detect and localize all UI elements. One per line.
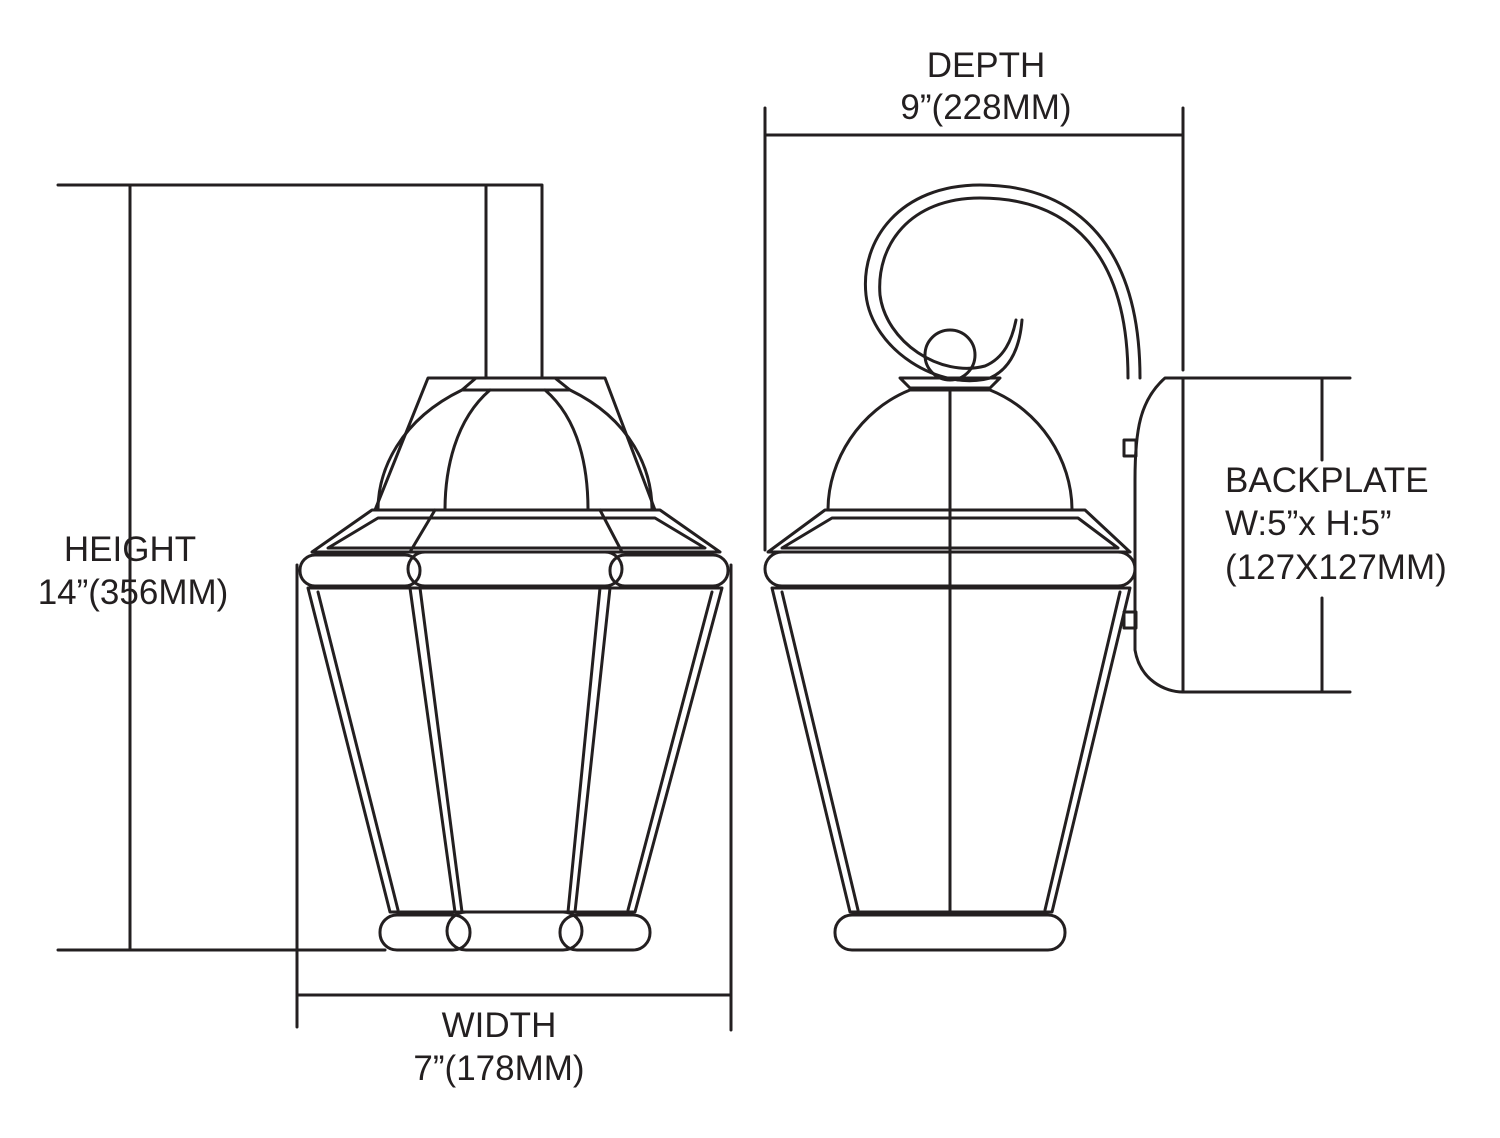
backplate-label: BACKPLATE — [1225, 461, 1429, 500]
front-view-lantern — [298, 183, 730, 952]
width-value: 7”(178MM) — [413, 1049, 585, 1088]
dimension-lines — [56, 106, 1352, 1032]
height-label: HEIGHT — [63, 530, 197, 569]
width-label: WIDTH — [441, 1006, 557, 1045]
side-view-lantern — [763, 183, 1185, 952]
depth-label: DEPTH — [926, 46, 1046, 85]
height-value: 14”(356MM) — [37, 573, 229, 612]
backplate-size: W:5”x H:5” — [1225, 504, 1392, 543]
depth-value: 9”(228MM) — [900, 88, 1072, 127]
backplate-metric: (127X127MM) — [1225, 548, 1447, 587]
